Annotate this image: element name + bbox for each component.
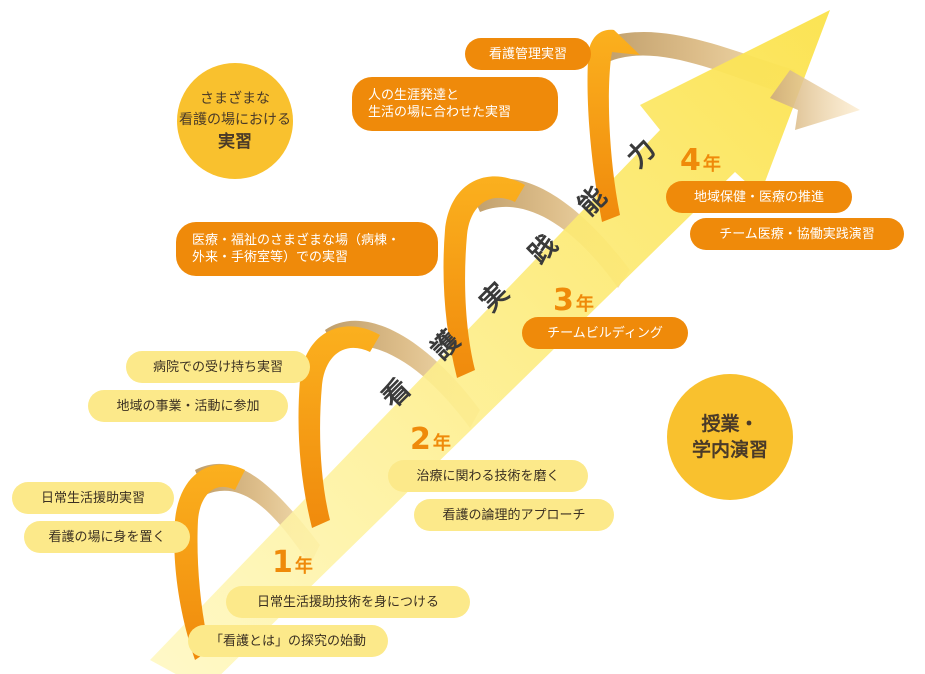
pill-daily-care-practicum: 日常生活援助実習 [12, 482, 174, 514]
ribbon-back-3 [470, 178, 630, 288]
pill-team-medicine-exercise: チーム医療・協働実践演習 [690, 218, 904, 250]
year-3-kanji: 年 [575, 294, 594, 315]
year-1-number: 1 [272, 545, 293, 580]
ribbon-front-2 [298, 326, 380, 528]
pill-lifespan-practicum: 人の生涯発達と 生活の場に合わせた実習 [352, 77, 558, 131]
year-4-number: 4 [680, 143, 701, 178]
classes-circle: 授業・ 学内演習 [667, 374, 793, 500]
pill-various-care-settings: 医療・福祉のさまざまな場（病棟・ 外来・手術室等）での実習 [176, 222, 438, 276]
classes-circle-line-2: 学内演習 [691, 439, 768, 461]
pill-lifespan-practicum-line-1: 人の生涯発達と [368, 88, 460, 103]
pill-community-activities: 地域の事業・活動に参加 [88, 390, 288, 422]
pill-lifespan-practicum-line-2: 生活の場に合わせた実習 [368, 105, 512, 120]
practicum-circle: さまざまな 看護の場における 実習 [177, 63, 293, 179]
practicum-circle-line-2: 看護の場における [179, 111, 291, 128]
pill-various-care-settings-line-2: 外来・手術室等）での実習 [192, 250, 349, 265]
ribbon-front-3 [443, 176, 525, 378]
pill-various-care-settings-line-1: 医療・福祉のさまざまな場（病棟・ [192, 233, 401, 248]
ribbon-front-4 [587, 29, 640, 222]
pill-place-in-nursing-site: 看護の場に身を置く [24, 521, 190, 553]
pill-community-health: 地域保健・医療の推進 [666, 181, 852, 213]
year-3-number: 3 [553, 283, 574, 318]
pill-treatment-skills: 治療に関わる技術を磨く [388, 460, 588, 492]
year-2-number: 2 [410, 422, 431, 457]
practicum-circle-strong: 実習 [218, 131, 252, 152]
year-2-kanji: 年 [432, 433, 451, 454]
pill-what-is-nursing: 「看護とは」の探究の始動 [188, 625, 388, 657]
ribbon-back-1 [195, 463, 320, 565]
pill-hospital-practicum: 病院での受け持ち実習 [126, 351, 310, 383]
pill-nursing-management-practicum: 看護管理実習 [465, 38, 591, 70]
ribbon-front-1 [174, 464, 245, 660]
classes-circle-line-1: 授業・ [701, 413, 759, 435]
pill-team-building: チームビルディング [522, 317, 688, 349]
pill-daily-care-skills: 日常生活援助技術を身につける [226, 586, 470, 618]
ribbon-tail [770, 70, 860, 130]
year-1-kanji: 年 [294, 556, 313, 577]
practicum-circle-line-1: さまざまな [200, 90, 270, 107]
ribbon-front-segments [174, 29, 860, 660]
year-4-kanji: 年 [702, 154, 721, 175]
pill-logical-approach: 看護の論理的アプローチ [414, 499, 614, 531]
